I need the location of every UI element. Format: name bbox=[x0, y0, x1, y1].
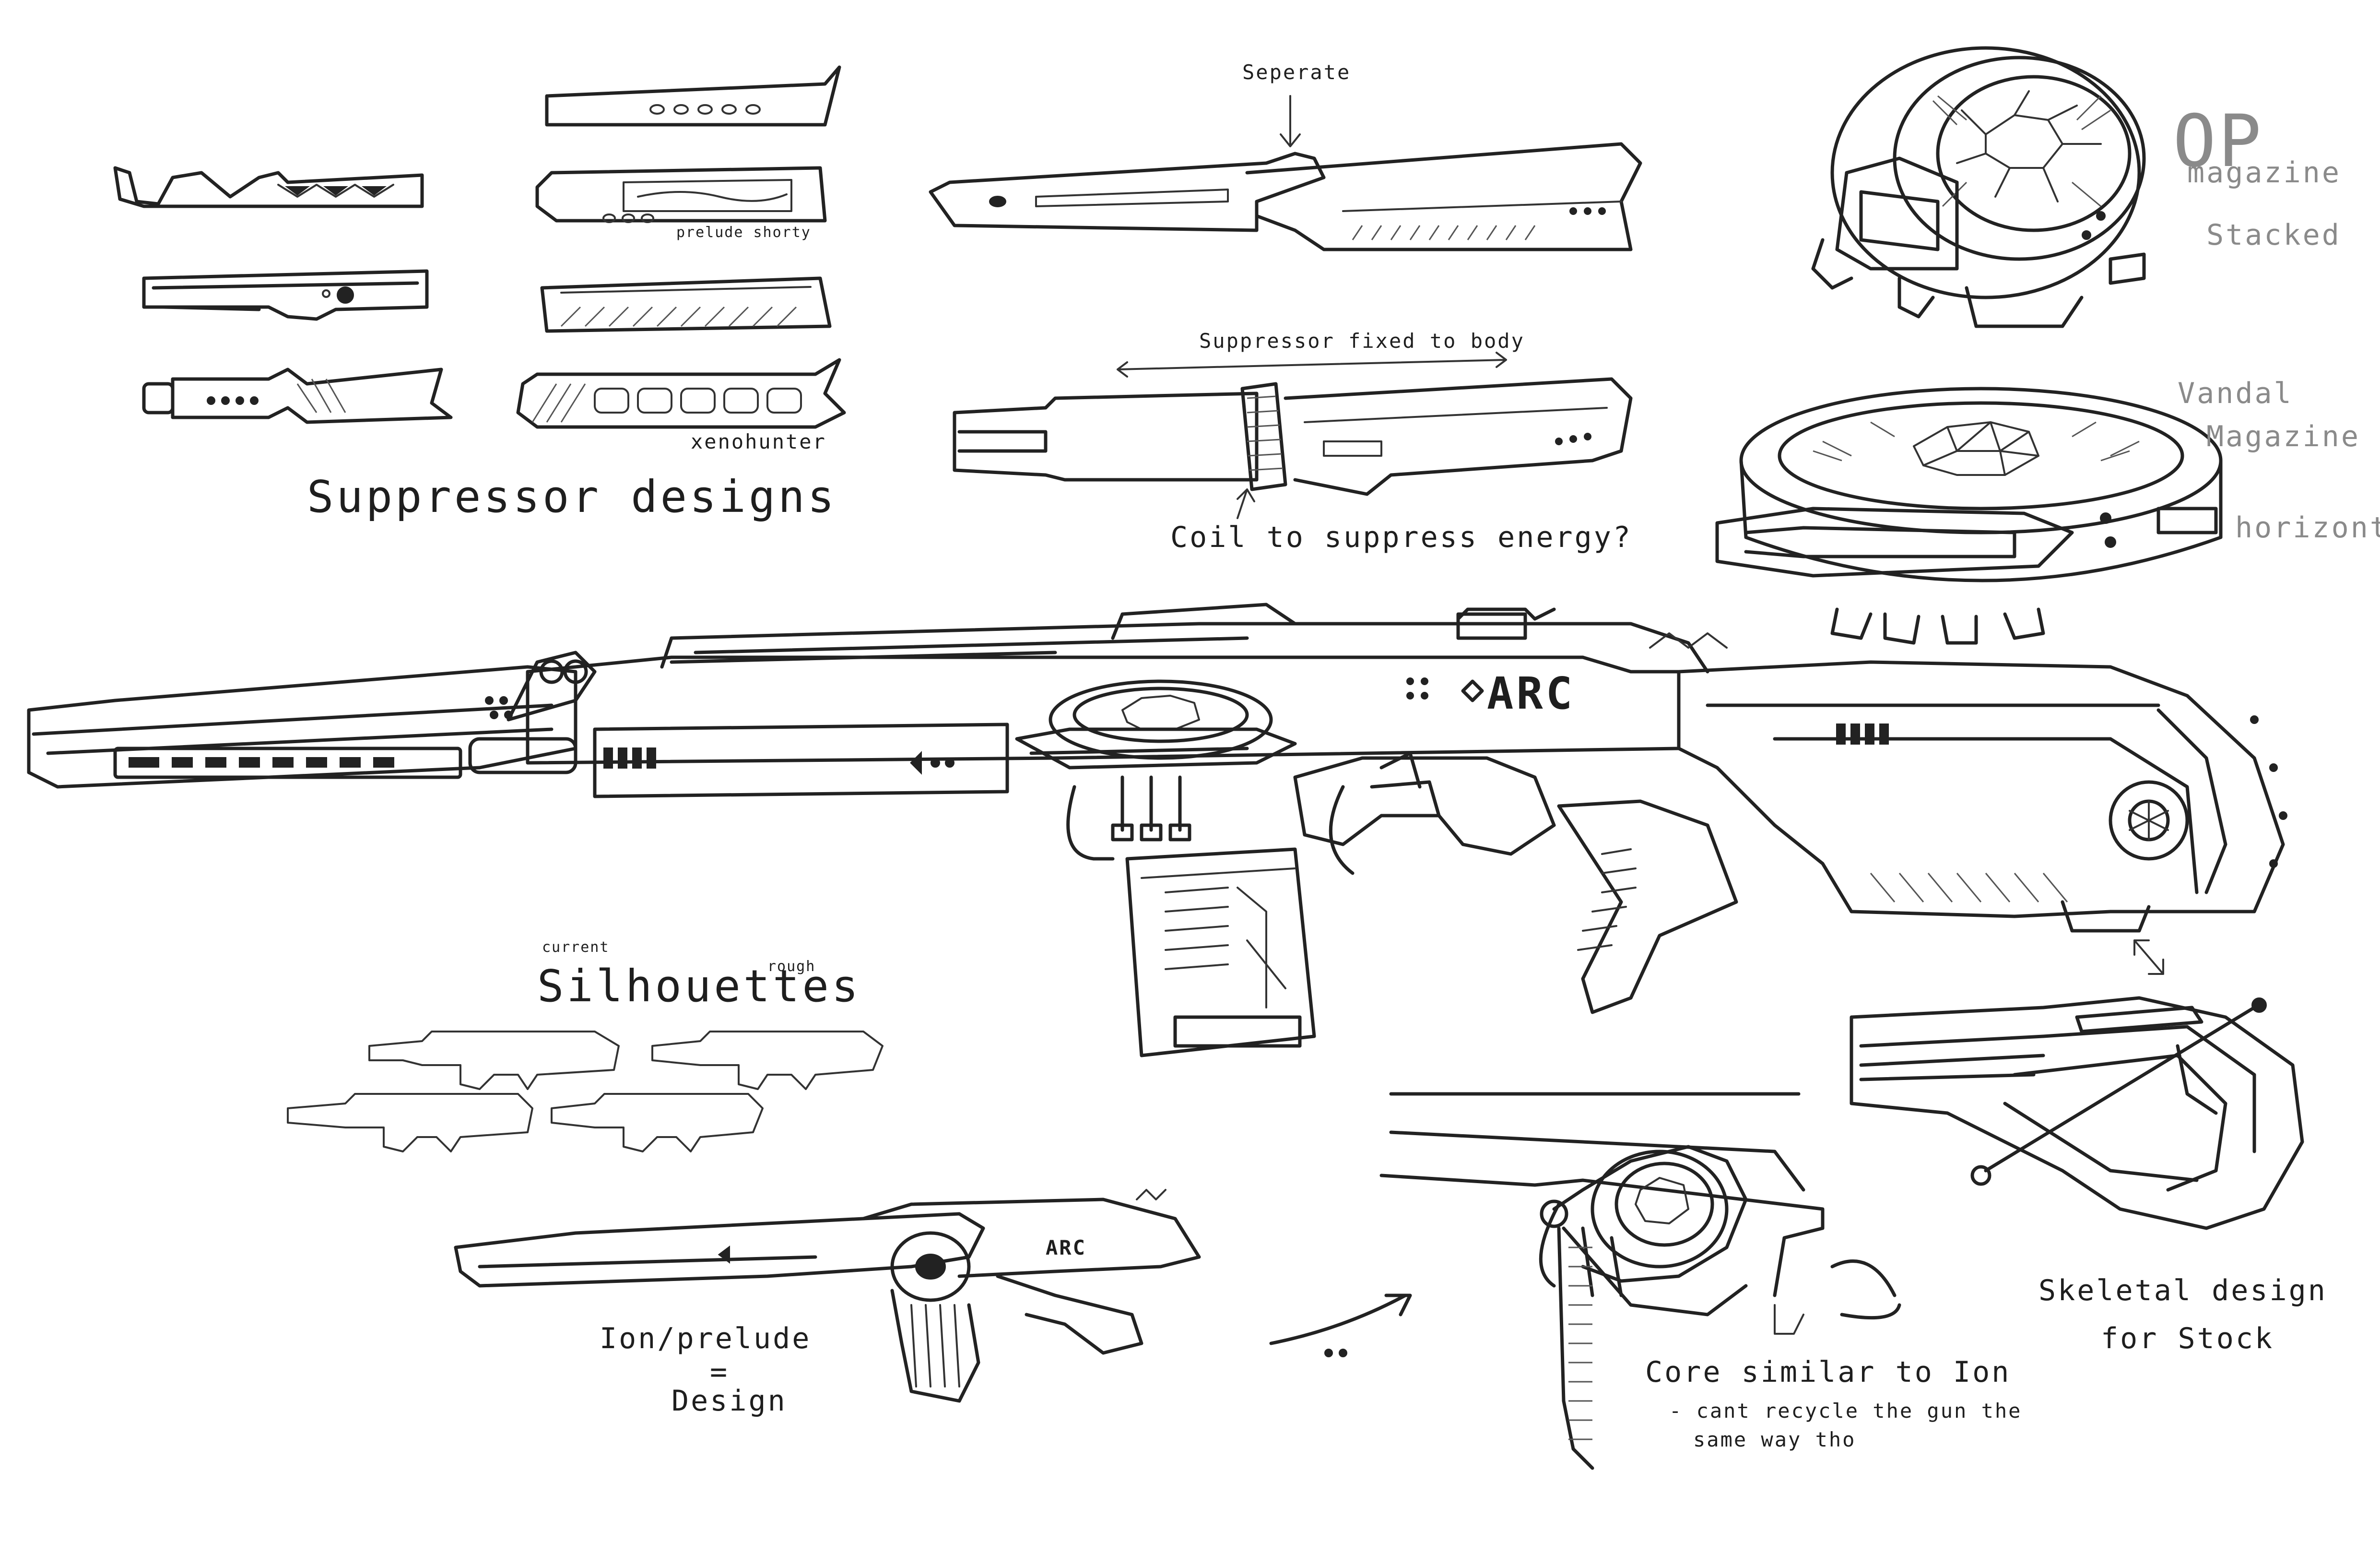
silhouettes-note-label: rough bbox=[767, 958, 816, 975]
arrow-up-to-coil-icon bbox=[1237, 488, 1255, 519]
for-stock-label: for Stock bbox=[2101, 1322, 2274, 1355]
suppressor-design-prelude-shorty bbox=[535, 166, 827, 223]
silhouettes-label: Silhouettes bbox=[537, 961, 861, 1012]
suppressor-designs-label: Suppressor designs bbox=[307, 471, 837, 522]
double-arrow-icon bbox=[2133, 939, 2164, 975]
arc-rifle-main-sketch bbox=[27, 603, 2287, 1057]
op-label: OP bbox=[2173, 100, 2263, 183]
coil-note-label: Coil to suppress energy? bbox=[1170, 521, 1632, 554]
cant-recycle-label: - cant recycle the gun the bbox=[1669, 1399, 2022, 1423]
vandal-magazine-label: Magazine bbox=[2206, 420, 2360, 453]
skeletal-design-label: Skeletal design bbox=[2038, 1274, 2327, 1307]
op-magazine-label: magazine bbox=[2187, 156, 2341, 190]
xenohunter-label: xenohunter bbox=[691, 430, 826, 453]
arrow-down-icon bbox=[1280, 95, 1301, 147]
suppressor-design-1 bbox=[113, 166, 424, 208]
seperate-label: Seperate bbox=[1242, 60, 1351, 84]
vandal-magazine-sketch bbox=[1715, 387, 2223, 645]
suppressor-design-2 bbox=[142, 269, 429, 321]
skeletal-stock-sketch bbox=[1850, 996, 2304, 1230]
design-label: Design bbox=[672, 1384, 787, 1418]
vandal-label: Vandal bbox=[2178, 377, 2293, 410]
seperate-suppressor-sketch bbox=[929, 142, 1642, 251]
horizontal-label: horizontal bbox=[2235, 511, 2380, 545]
core-similar-label: Core similar to Ion bbox=[1645, 1355, 2011, 1389]
curved-arrow-icon bbox=[1269, 1293, 1412, 1357]
design-equals-label: = bbox=[710, 1355, 730, 1389]
ion-prelude-sketch bbox=[454, 1189, 1201, 1403]
current-label: current bbox=[542, 939, 610, 956]
suppressor-design-xenohunter bbox=[516, 358, 846, 429]
fixed-suppressor-sketch bbox=[953, 352, 1633, 496]
suppressor-design-3 bbox=[142, 368, 453, 424]
suppressor-design-5 bbox=[540, 276, 832, 333]
stacked-label: Stacked bbox=[2206, 218, 2341, 252]
silhouettes-sketches bbox=[287, 1031, 884, 1152]
prelude-shorty-label: prelude shorty bbox=[676, 224, 811, 241]
ion-prelude-label: Ion/prelude bbox=[600, 1322, 812, 1355]
arc-logo-label: ARC bbox=[1487, 668, 1576, 719]
same-way-label: same way tho bbox=[1693, 1428, 1856, 1451]
op-magazine-sketch bbox=[1811, 46, 2146, 328]
core-closeup-sketch bbox=[1379, 1092, 1901, 1470]
suppressor-fixed-label: Suppressor fixed to body bbox=[1199, 329, 1525, 353]
arc-small-label: ARC bbox=[1046, 1236, 1086, 1259]
suppressor-design-4 bbox=[545, 65, 841, 127]
